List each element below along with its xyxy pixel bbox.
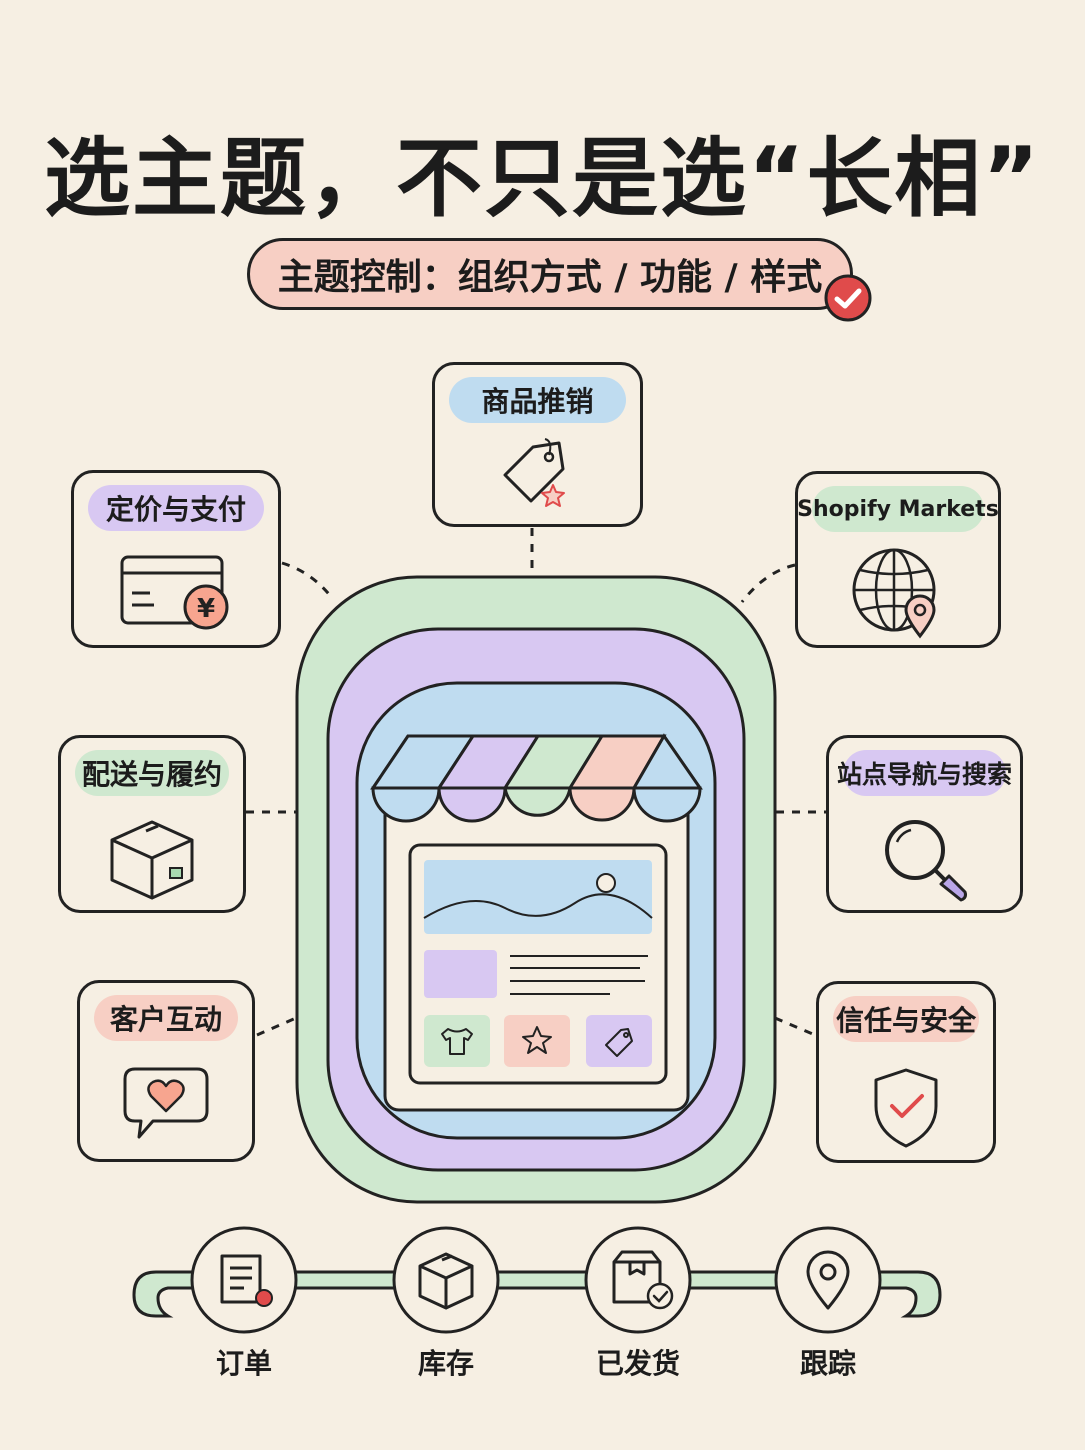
hero-image [424, 860, 652, 934]
card-customer-engagement[interactable]: 客户互动 [77, 980, 255, 1162]
text-lines [510, 955, 648, 995]
timeline-label-shipped: 已发货 [595, 1347, 680, 1380]
timeline-step-shipped[interactable] [584, 1226, 692, 1334]
card-label: 信任与安全 [833, 996, 979, 1042]
subtitle-text: 主题控制：组织方式 / 功能 / 样式 [277, 257, 823, 298]
card-label: 配送与履约 [75, 750, 229, 796]
box-icon [418, 1252, 474, 1310]
star-icon [522, 1026, 552, 1054]
subtitle-banner: 主题控制：组织方式 / 功能 / 样式 [247, 238, 853, 310]
timeline-label-order: 订单 [215, 1347, 272, 1380]
card-pricing-payment[interactable]: 定价与支付 ¥ [71, 470, 281, 648]
timeline-step-order[interactable] [190, 1226, 298, 1334]
tshirt-icon [441, 1028, 473, 1055]
timeline-step-inventory[interactable] [392, 1226, 500, 1334]
timeline-label-inventory: 库存 [417, 1347, 474, 1380]
credit-card-yen-icon: ¥ [120, 555, 229, 630]
card-shipping-fulfillment[interactable]: 配送与履约 [58, 735, 246, 913]
card-label: Shopify Markets [797, 486, 999, 532]
card-shopify-markets[interactable]: Shopify Markets [795, 471, 1001, 648]
store-awning [370, 733, 703, 823]
shield-check-icon [874, 1068, 938, 1148]
card-navigation-search[interactable]: 站点导航与搜索 [826, 735, 1023, 913]
magnifier-icon [884, 820, 967, 902]
price-tag-star-icon [503, 438, 565, 507]
location-pin-icon [806, 1250, 850, 1310]
svg-text:¥: ¥ [197, 594, 215, 624]
card-label: 客户互动 [94, 995, 238, 1041]
card-merchandising[interactable]: 商品推销 [432, 362, 643, 527]
timeline-track [132, 1270, 942, 1318]
card-label: 站点导航与搜索 [837, 750, 1012, 796]
connector-lines [246, 528, 826, 1037]
timeline-label-tracking: 跟踪 [799, 1347, 856, 1380]
timeline-step-tracking[interactable] [774, 1226, 882, 1334]
page-title: 选主题，不只是选“长相” [43, 129, 1042, 229]
card-trust-security[interactable]: 信任与安全 [816, 981, 996, 1163]
card-label: 定价与支付 [88, 485, 264, 531]
tag-icon [605, 1028, 633, 1057]
package-box-icon [110, 820, 194, 900]
card-label: 商品推销 [449, 377, 626, 423]
globe-location-icon [852, 548, 936, 639]
chat-heart-icon [123, 1067, 209, 1139]
check-badge-icon [824, 274, 872, 322]
content-thumbnail [424, 950, 497, 998]
